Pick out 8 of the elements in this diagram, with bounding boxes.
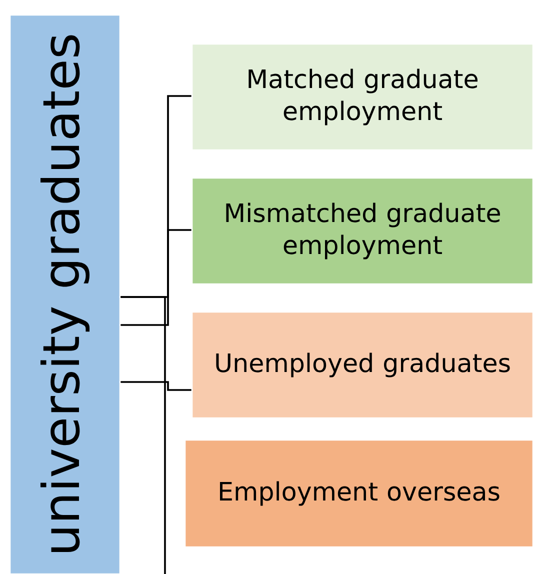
category-box: Unemployed graduates [191,311,533,419]
category-box: Mismatched graduate employment [191,177,533,285]
connector-line [120,381,192,391]
category-box: university graduates [9,14,121,574]
category-box: Employment overseas [184,439,533,548]
connector-line [120,229,192,326]
category-box: Matched graduate employment [191,43,533,151]
connector-line [120,296,166,574]
